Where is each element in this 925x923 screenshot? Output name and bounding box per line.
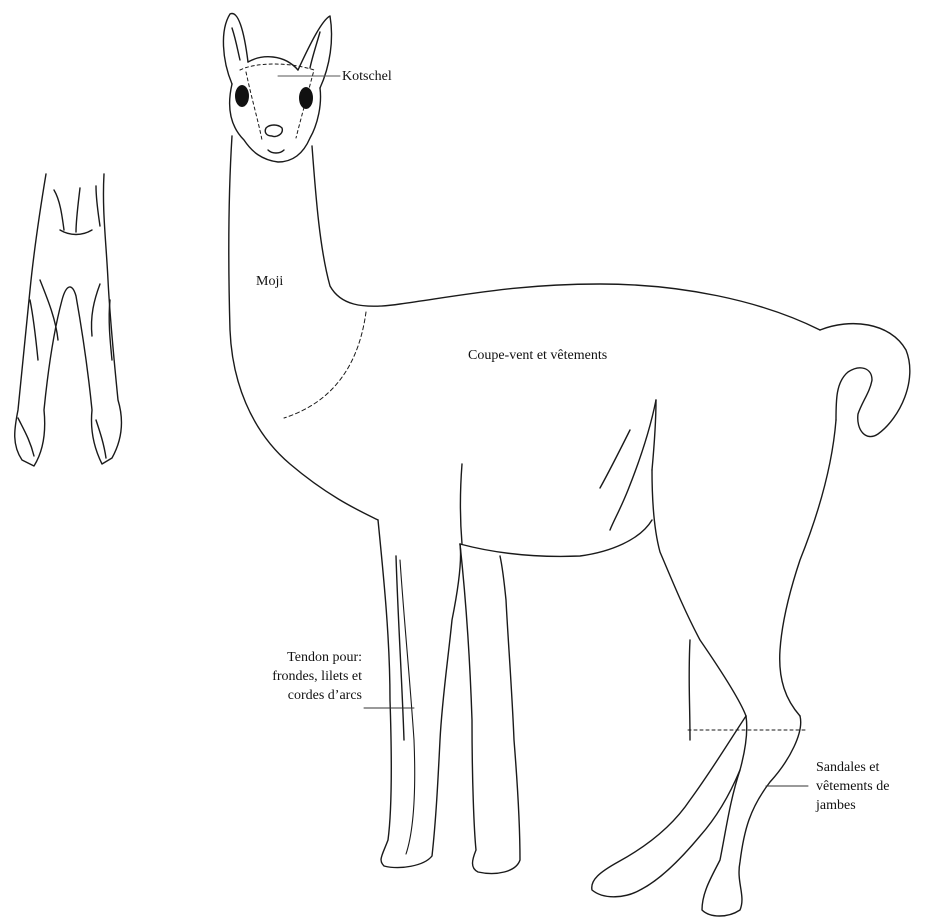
foot-sketch [15,174,122,466]
right-eye [299,87,313,109]
label-legs-line-2: vêtements de [816,777,889,796]
label-kotschel: Kotschel [342,67,392,86]
llama-outline [223,13,909,916]
label-tendon-line-2: frondes, lilets et [222,667,362,686]
label-legs: Sandales et vêtements de jambes [816,758,889,815]
label-legs-line-1: Sandales et [816,758,889,777]
label-tendon: Tendon pour: frondes, lilets et cordes d… [222,648,362,705]
label-tendon-line-1: Tendon pour: [222,648,362,667]
label-tendon-line-3: cordes d’arcs [222,686,362,705]
left-eye [235,85,249,107]
label-legs-line-3: jambes [816,796,889,815]
label-moji: Moji [256,272,283,291]
label-body: Coupe-vent et vêtements [468,346,607,365]
